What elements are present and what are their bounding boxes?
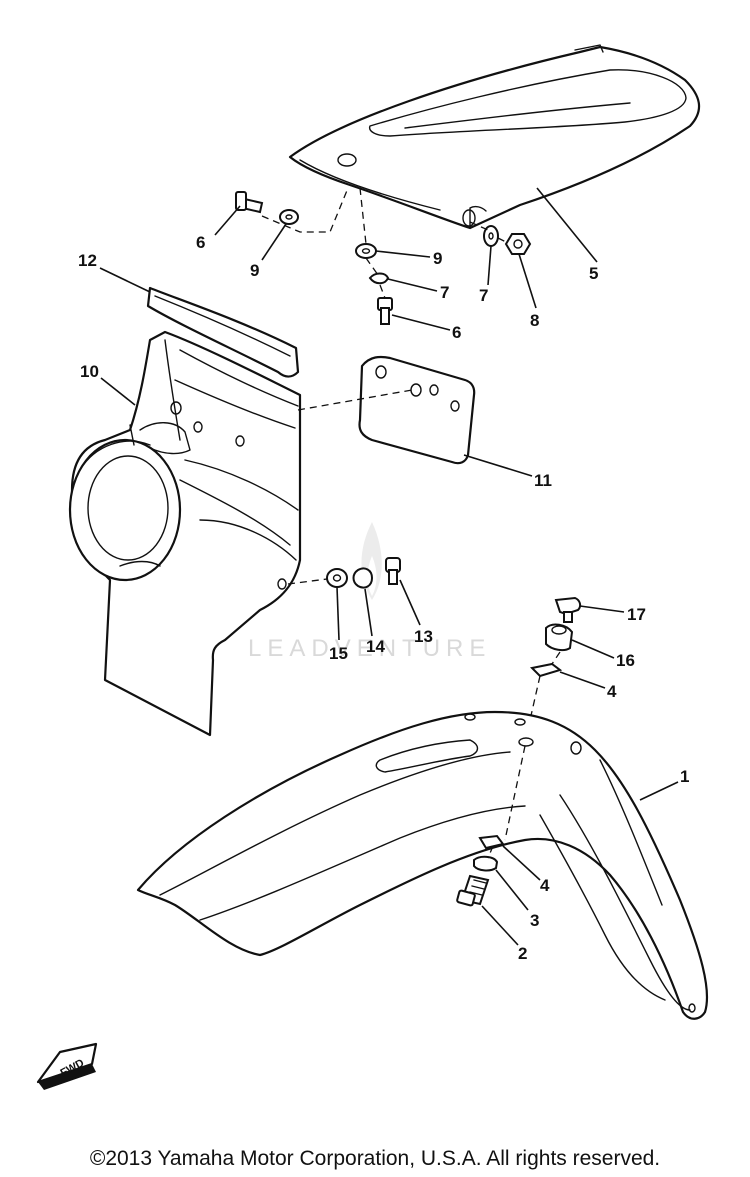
callout-14: 14 bbox=[366, 637, 385, 656]
callout-labels: 6 9 9 7 6 7 8 5 12 10 11 15 14 13 17 16 … bbox=[78, 233, 689, 963]
callout-11: 11 bbox=[534, 471, 552, 490]
callout-7-center: 7 bbox=[440, 283, 449, 302]
hardware-right bbox=[524, 596, 582, 743]
hardware-upper bbox=[235, 187, 532, 325]
rear-fender-part-5 bbox=[288, 44, 701, 230]
callout-8: 8 bbox=[530, 311, 539, 330]
callout-12: 12 bbox=[78, 251, 97, 270]
leader-lines bbox=[99, 187, 679, 946]
copyright-notice: ©2013 Yamaha Motor Corporation, U.S.A. A… bbox=[89, 1147, 661, 1170]
front-fender-part-1 bbox=[136, 710, 709, 1020]
callout-1: 1 bbox=[680, 767, 689, 786]
number-plate-part-11 bbox=[297, 355, 476, 465]
callout-3: 3 bbox=[530, 911, 539, 930]
callout-10: 10 bbox=[80, 362, 99, 381]
callout-5: 5 bbox=[589, 264, 598, 283]
watermark-text: LEADVENTURE bbox=[248, 635, 491, 662]
fwd-arrow-icon: FWD bbox=[36, 1042, 98, 1090]
callout-6-left: 6 bbox=[196, 233, 205, 252]
callout-2: 2 bbox=[518, 944, 527, 963]
callout-15: 15 bbox=[329, 644, 348, 663]
callout-13: 13 bbox=[414, 627, 433, 646]
hardware-lower bbox=[456, 834, 505, 907]
headlight-cover-part-10 bbox=[68, 330, 302, 737]
callout-4-upper: 4 bbox=[607, 682, 617, 701]
callout-4-lower: 4 bbox=[540, 876, 550, 895]
callout-9-center: 9 bbox=[433, 249, 442, 268]
callout-16: 16 bbox=[616, 651, 635, 670]
strap-part-12 bbox=[146, 286, 300, 378]
callout-6-center: 6 bbox=[452, 323, 461, 342]
callout-17: 17 bbox=[627, 605, 646, 624]
hardware-middle bbox=[287, 557, 401, 589]
callout-9-left: 9 bbox=[250, 261, 259, 280]
callout-7-right: 7 bbox=[479, 286, 488, 305]
